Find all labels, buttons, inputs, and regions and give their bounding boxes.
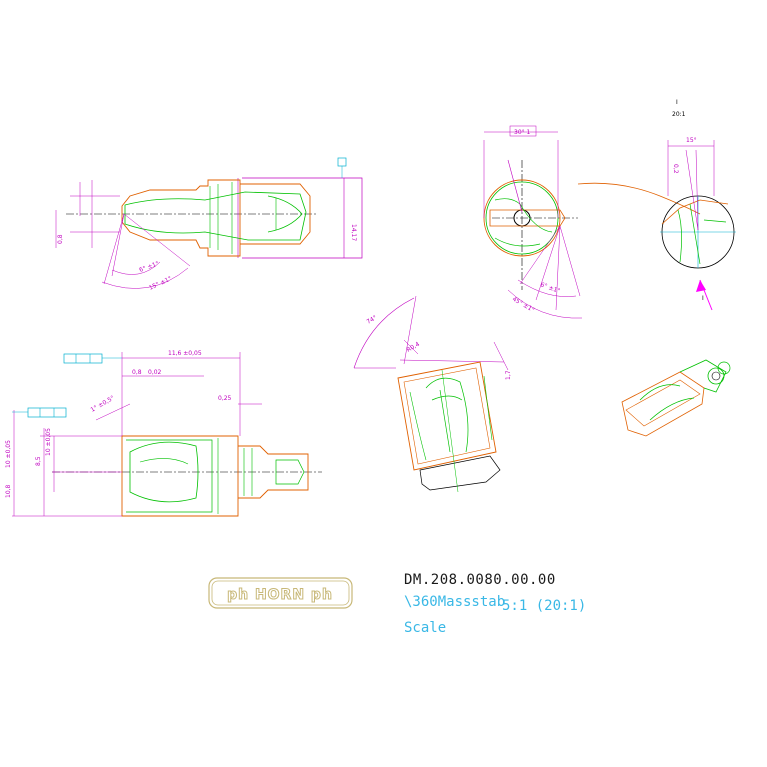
dim-text-16: 0,25 bbox=[218, 395, 232, 402]
detail-scale: 20:1 bbox=[672, 111, 686, 118]
title-block: DM.208.0080.00.00 \360Massstab 5:1 (20:1… bbox=[404, 572, 586, 636]
scale-label: Scale bbox=[404, 620, 447, 636]
dim-text-21: 10,8 bbox=[5, 484, 12, 498]
dim-text-17: 1° ±0,5° bbox=[90, 395, 116, 414]
dim-text-8: 15° bbox=[686, 137, 697, 144]
arrow-label: I bbox=[702, 295, 704, 302]
logo-text: ph HORN ph bbox=[227, 587, 333, 603]
dim-text-15: 0,8 bbox=[132, 369, 142, 376]
dim-text-1: 6° ±1° bbox=[138, 260, 160, 274]
dim-text-20: 10 ±0,05 bbox=[45, 428, 52, 456]
dim-text-19: 8,5 bbox=[35, 456, 42, 466]
front-view: 11,6 ±0,05 0,02 0,8 0,25 1° ±0,5° 10 ±0,… bbox=[5, 350, 322, 517]
dim-text-3: 14,17 bbox=[350, 224, 357, 241]
scale-heading: \360Massstab bbox=[404, 594, 506, 610]
dim-text-5: 30° 1 bbox=[514, 129, 531, 136]
dim-text-7: 45° ±1° bbox=[511, 296, 536, 314]
dim-text-10: 74° bbox=[366, 314, 379, 325]
horn-logo: ph HORN ph bbox=[208, 577, 353, 609]
detail-label: I bbox=[676, 99, 678, 106]
dim-text-12: 1,7 bbox=[505, 370, 512, 380]
dim-text-2: 15° ±1° bbox=[148, 275, 173, 292]
dim-text-14: 0,02 bbox=[148, 369, 162, 376]
dim-text-18: 10 ±0,05 bbox=[5, 440, 12, 468]
dim-text-4: 0,8 bbox=[57, 234, 64, 244]
drawing-number: DM.208.0080.00.00 bbox=[404, 572, 556, 588]
top-left-view: 6° ±1° 15° ±1° 14,17 0,8 bbox=[55, 157, 363, 292]
top-middle-view: 30° 1 6° ±1° 45° ±1° bbox=[483, 125, 701, 319]
right-iso-view bbox=[621, 359, 731, 437]
dim-text-9: 0,2 bbox=[672, 164, 679, 174]
dim-text-6: 6° ±1° bbox=[539, 281, 561, 295]
dim-text-13: 11,6 ±0,05 bbox=[168, 350, 202, 357]
iso-view: 74° R0,4 1,7 bbox=[353, 295, 512, 493]
scale-value: 5:1 (20:1) bbox=[502, 598, 587, 614]
detail-view: I 20:1 15° 0,2 I bbox=[660, 99, 736, 311]
